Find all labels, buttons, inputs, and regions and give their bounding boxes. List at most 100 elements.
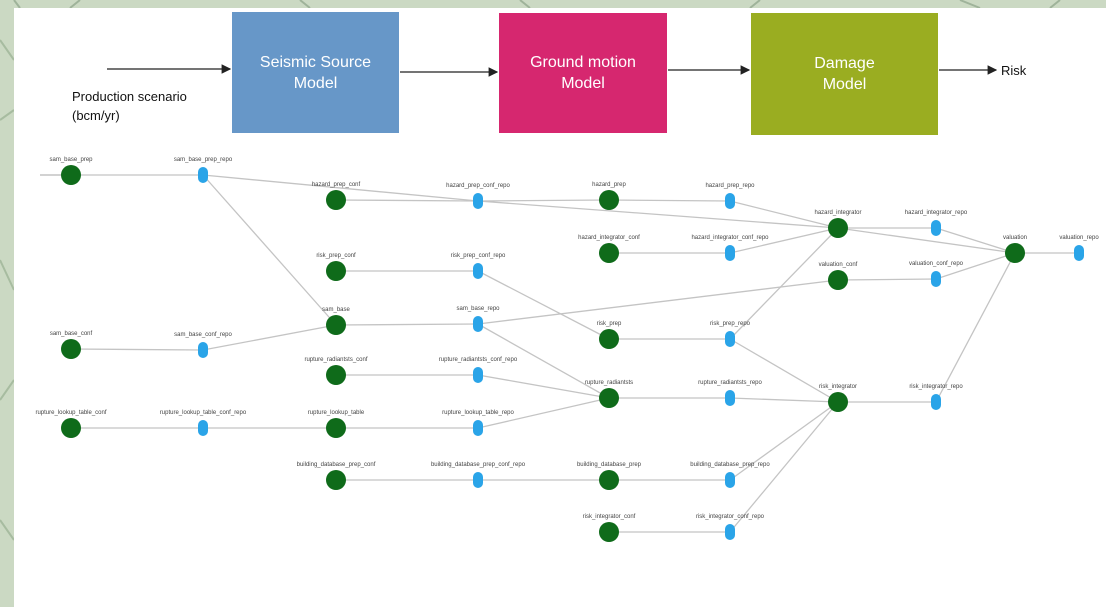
- task-node-building_database_prep_conf: [326, 470, 346, 490]
- task-node-sam_base: [326, 315, 346, 335]
- production-scenario-label: Production scenario: [72, 89, 187, 104]
- task-node-risk_integrator_conf: [599, 522, 619, 542]
- edge-hazard_integrator_repo-to-valuation: [935, 227, 1016, 254]
- edge-risk_integrator_conf_repo-to-risk_integrator: [729, 401, 839, 533]
- node-label-risk_integrator_conf_repo: risk_integrator_conf_repo: [696, 514, 765, 520]
- task-node-hazard_prep_conf: [326, 190, 346, 210]
- node-label-hazard_integrator_repo: hazard_integrator_repo: [905, 210, 968, 216]
- edge-hazard_prep_conf_repo-to-hazard_prep: [477, 199, 610, 202]
- task-node-hazard_prep: [599, 190, 619, 210]
- repo-node-rupture_radiantsts_conf_repo: [473, 367, 483, 383]
- node-label-sam_base_prep: sam_base_prep: [49, 157, 93, 163]
- task-node-building_database_prep: [599, 470, 619, 490]
- task-node-hazard_integrator_conf: [599, 243, 619, 263]
- node-label-valuation_conf_repo: valuation_conf_repo: [909, 261, 964, 267]
- task-node-risk_prep: [599, 329, 619, 349]
- node-label-sam_base_conf_repo: sam_base_conf_repo: [174, 332, 232, 338]
- node-label-rupture_radiantsts: rupture_radiantsts: [585, 380, 633, 386]
- node-label-sam_base_prep_repo: sam_base_prep_repo: [174, 157, 233, 163]
- node-label-hazard_prep_repo: hazard_prep_repo: [705, 183, 755, 189]
- repo-node-valuation_conf_repo: [931, 271, 941, 287]
- node-label-rupture_lookup_table: rupture_lookup_table: [308, 410, 365, 416]
- edge-valuation_conf_repo-to-valuation: [935, 252, 1016, 280]
- task-node-rupture_radiantsts_conf: [326, 365, 346, 385]
- seismic-source-model-box: Seismic Source Model: [232, 12, 399, 133]
- task-node-rupture_radiantsts: [599, 388, 619, 408]
- node-label-valuation_repo: valuation_repo: [1059, 235, 1099, 241]
- edge-sam_base_conf_repo-to-sam_base: [202, 324, 337, 351]
- node-label-valuation: valuation: [1003, 235, 1027, 241]
- edge-hazard_prep-to-hazard_prep_repo: [608, 199, 731, 202]
- node-label-rupture_radiantsts_conf: rupture_radiantsts_conf: [304, 357, 367, 363]
- edge-hazard_prep_repo-to-hazard_integrator: [729, 200, 839, 229]
- repo-node-valuation_repo: [1074, 245, 1084, 261]
- edge-sam_base_conf-to-sam_base_conf_repo: [70, 348, 204, 351]
- task-node-valuation_conf: [828, 270, 848, 290]
- repo-node-risk_prep_conf_repo: [473, 263, 483, 279]
- node-label-building_database_prep_conf: building_database_prep_conf: [297, 462, 376, 468]
- node-label-valuation_conf: valuation_conf: [819, 262, 858, 268]
- node-label-risk_prep_conf_repo: risk_prep_conf_repo: [451, 253, 506, 259]
- edge-hazard_integrator_conf_repo-to-hazard_integrator: [729, 227, 839, 254]
- repo-node-hazard_prep_repo: [725, 193, 735, 209]
- production-scenario-unit: (bcm/yr): [72, 108, 120, 123]
- edge-sam_base_repo-to-valuation_conf: [477, 279, 839, 325]
- repo-node-hazard_integrator_repo: [931, 220, 941, 236]
- node-label-rupture_lookup_table_conf: rupture_lookup_table_conf: [35, 410, 106, 416]
- node-label-risk_integrator_repo: risk_integrator_repo: [909, 384, 963, 390]
- repo-node-rupture_lookup_table_repo: [473, 420, 483, 436]
- node-label-sam_base: sam_base: [322, 307, 350, 313]
- edge-risk_integrator_repo-to-valuation: [935, 252, 1016, 403]
- node-label-rupture_lookup_table_conf_repo: rupture_lookup_table_conf_repo: [160, 410, 247, 416]
- node-label-rupture_radiantsts_conf_repo: rupture_radiantsts_conf_repo: [439, 357, 518, 363]
- node-label-rupture_lookup_table_repo: rupture_lookup_table_repo: [442, 410, 514, 416]
- repo-node-building_database_prep_conf_repo: [473, 472, 483, 488]
- edge-hazard_prep_conf_repo-to-hazard_integrator: [477, 200, 839, 229]
- task-node-risk_integrator: [828, 392, 848, 412]
- node-label-hazard_prep_conf_repo: hazard_prep_conf_repo: [446, 183, 510, 189]
- repo-node-sam_base_conf_repo: [198, 342, 208, 358]
- repo-node-sam_base_prep_repo: [198, 167, 208, 183]
- edge-hazard_prep_conf-to-hazard_prep_conf_repo: [335, 199, 479, 202]
- edge-sam_base_prep_repo-to-hazard_prep_conf_repo: [202, 174, 479, 202]
- repo-node-rupture_lookup_table_conf_repo: [198, 420, 208, 436]
- node-label-risk_integrator: risk_integrator: [819, 384, 857, 390]
- repo-node-risk_integrator_repo: [931, 394, 941, 410]
- node-label-risk_prep: risk_prep: [597, 321, 622, 327]
- node-label-hazard_prep: hazard_prep: [592, 182, 626, 188]
- node-label-risk_integrator_conf: risk_integrator_conf: [583, 514, 636, 520]
- edge-risk_prep_repo-to-hazard_integrator: [729, 227, 839, 340]
- node-label-sam_base_repo: sam_base_repo: [456, 306, 500, 312]
- repo-node-risk_integrator_conf_repo: [725, 524, 735, 540]
- edge-sam_base-to-sam_base_repo: [335, 323, 479, 326]
- repo-node-sam_base_repo: [473, 316, 483, 332]
- task-node-valuation: [1005, 243, 1025, 263]
- edge-sam_base_prep_repo-to-sam_base: [202, 174, 337, 326]
- task-node-sam_base_conf: [61, 339, 81, 359]
- node-label-risk_prep_conf: risk_prep_conf: [316, 253, 356, 259]
- node-label-hazard_integrator: hazard_integrator: [814, 210, 861, 216]
- task-node-sam_base_prep: [61, 165, 81, 185]
- edge-hazard_integrator-to-valuation: [837, 227, 1016, 254]
- task-node-hazard_integrator: [828, 218, 848, 238]
- damage-model-box: Damage Model: [751, 13, 938, 135]
- edge-sam_base_repo-to-rupture_radiantsts: [477, 323, 610, 399]
- node-label-building_database_prep_conf_repo: building_database_prep_conf_repo: [431, 462, 526, 468]
- risk-output-label: Risk: [1001, 63, 1027, 78]
- edge-risk_prep_repo-to-risk_integrator: [729, 338, 839, 403]
- node-label-rupture_radiantsts_repo: rupture_radiantsts_repo: [698, 380, 762, 386]
- edge-rupture_radiantsts_conf_repo-to-rupture_radiantsts: [477, 374, 610, 399]
- task-node-rupture_lookup_table: [326, 418, 346, 438]
- ground-motion-model-box: Ground motion Model: [499, 13, 667, 133]
- edge-building_database_prep_repo-to-risk_integrator: [729, 401, 839, 481]
- node-label-hazard_prep_conf: hazard_prep_conf: [312, 182, 361, 188]
- node-label-hazard_integrator_conf_repo: hazard_integrator_conf_repo: [691, 235, 769, 241]
- edge-valuation_conf-to-valuation_conf_repo: [837, 278, 937, 281]
- edge-rupture_lookup_table_repo-to-rupture_radiantsts: [477, 397, 610, 429]
- repo-node-building_database_prep_repo: [725, 472, 735, 488]
- node-label-risk_prep_repo: risk_prep_repo: [710, 321, 751, 327]
- node-label-building_database_prep_repo: building_database_prep_repo: [690, 462, 770, 468]
- node-label-building_database_prep: building_database_prep: [577, 462, 642, 468]
